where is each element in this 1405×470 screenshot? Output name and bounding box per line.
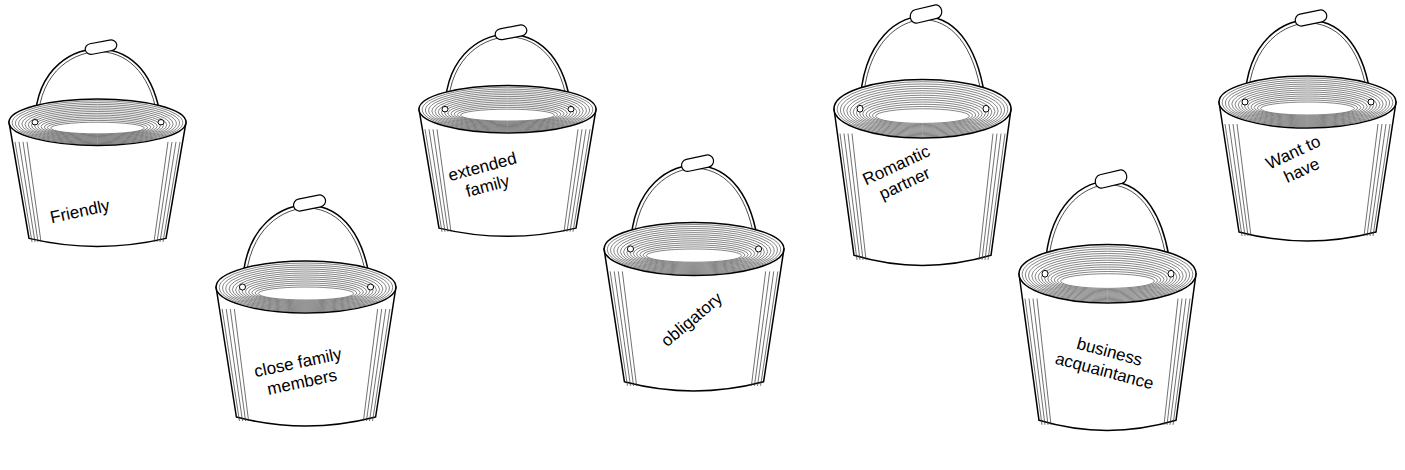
- bucket-outline: [1015, 170, 1200, 435]
- bucket-outline: [1215, 10, 1400, 245]
- bucket-outline: [830, 5, 1015, 270]
- bucket-node: Want to have: [1215, 10, 1400, 245]
- bucket-outline: [415, 25, 600, 240]
- bucket-outline: [5, 40, 190, 250]
- bucket-node: business acquaintance: [1015, 170, 1200, 435]
- bucket-node: close family members: [212, 195, 400, 430]
- bucket-node: extended family: [415, 25, 600, 240]
- bucket-node: obligatory: [600, 155, 788, 395]
- bucket-outline: [600, 155, 788, 395]
- bucket-node: Friendly: [5, 40, 190, 250]
- bucket-outline: [212, 195, 400, 430]
- bucket-node: Romantic partner: [830, 5, 1015, 270]
